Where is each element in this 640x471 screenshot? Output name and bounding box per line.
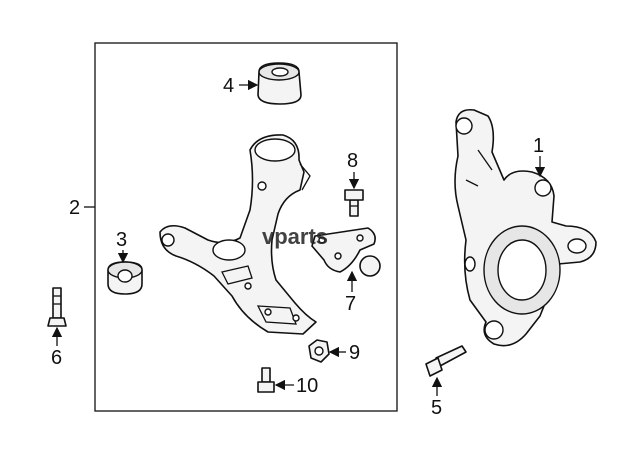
arm-bolt-part (47, 287, 67, 327)
callout-3: 3 (116, 229, 127, 251)
callout-8: 8 (347, 150, 358, 172)
ball-joint-part (311, 227, 381, 277)
callout-2: 2 (69, 197, 80, 219)
callout-7: 7 (345, 293, 356, 315)
callout-9: 9 (349, 342, 360, 364)
bolt-part (257, 367, 275, 393)
callout-1: 1 (533, 135, 544, 157)
rear-bushing-part (257, 62, 302, 105)
ball-joint-bolt-part (344, 189, 364, 217)
front-bushing-part (107, 261, 143, 295)
knuckle-bolt-part (425, 345, 467, 377)
assembly-box (94, 42, 398, 412)
callout-10: 10 (296, 375, 318, 397)
callout-5: 5 (431, 397, 442, 419)
lower-control-arm-part (159, 134, 317, 335)
watermark-text: vparts (262, 224, 328, 249)
callout-4: 4 (223, 75, 234, 97)
steering-knuckle-part (454, 108, 597, 347)
callout-6: 6 (51, 347, 62, 369)
nut-part (308, 339, 330, 363)
